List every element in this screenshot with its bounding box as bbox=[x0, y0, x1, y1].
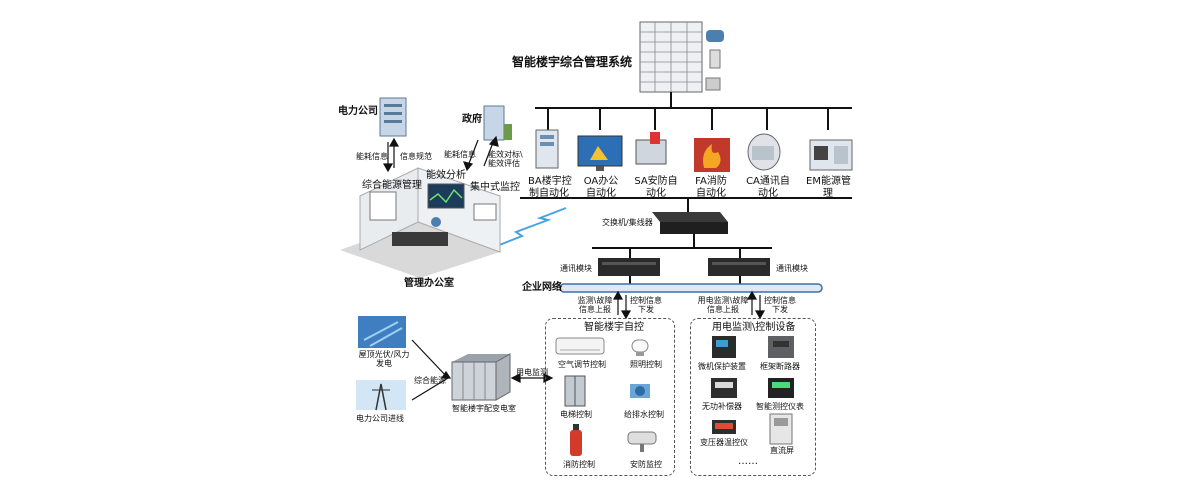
device-item-temp: 变压器温控仪 bbox=[700, 438, 748, 447]
energy-info-label: 能耗信息 bbox=[356, 152, 388, 161]
building-icon bbox=[639, 21, 724, 93]
em-device-icon bbox=[809, 139, 853, 171]
comm-module-right-label: 通讯模块 bbox=[776, 264, 808, 273]
system-title: 智能楼宇综合管理系统 bbox=[512, 55, 633, 69]
bas-item-water: 给排水控制 bbox=[624, 410, 664, 419]
power-company-building-icon bbox=[379, 97, 407, 137]
protection-device-icon bbox=[712, 336, 736, 358]
switch-label: 交换机/集线器 bbox=[602, 218, 653, 227]
device-item-meter: 智能测控仪表 bbox=[756, 402, 804, 411]
bas-title: 智能楼宇自控 bbox=[584, 322, 644, 333]
network-label: 企业网络 bbox=[522, 282, 562, 293]
comm-module-left-icon bbox=[598, 258, 660, 276]
solar-wind-icon bbox=[358, 316, 406, 348]
power-device-title: 用电监测\控制设备 bbox=[712, 322, 796, 333]
link-left-up: 监测\故障 信息上报 bbox=[577, 296, 613, 315]
office-room bbox=[340, 167, 501, 278]
substation-label: 智能楼宇配变电室 bbox=[452, 404, 516, 413]
link-left-down: 控制信息 下发 bbox=[630, 296, 662, 315]
air-conditioner-icon bbox=[555, 337, 605, 355]
subsystem-sa-label: SA安防自 动化 bbox=[634, 176, 678, 199]
benchmark-label: 能效对标\ 能效评估 bbox=[488, 150, 523, 169]
fire-extinguisher-icon bbox=[570, 424, 582, 456]
solar-wind-label: 屋顶光伏/风力 发电 bbox=[358, 350, 410, 369]
office-room-label: 管理办公室 bbox=[404, 278, 454, 289]
comm-module-left-label: 通讯模块 bbox=[560, 264, 592, 273]
government-label: 政府 bbox=[462, 114, 482, 125]
bas-item-security: 安防监控 bbox=[630, 460, 662, 469]
breaker-icon bbox=[768, 336, 794, 358]
wireless-link bbox=[491, 207, 567, 249]
temp-controller-icon bbox=[712, 420, 736, 434]
device-item-breaker: 框架断路器 bbox=[760, 362, 800, 371]
meter-icon bbox=[768, 378, 794, 398]
grid-label: 电力公司进线 bbox=[356, 414, 404, 423]
subsystem-ca-label: CA通讯自 动化 bbox=[746, 176, 790, 199]
bas-item-elevator: 电梯控制 bbox=[560, 410, 592, 419]
oa-monitor-icon bbox=[577, 135, 623, 171]
reactive-comp-icon bbox=[711, 378, 737, 398]
link-right-down: 控制信息 下发 bbox=[764, 296, 796, 315]
dc-panel-icon bbox=[769, 413, 793, 445]
subsystem-ba-label: BA楼宇控 制自动化 bbox=[528, 176, 572, 199]
lighting-icon bbox=[631, 339, 649, 356]
subsystem-em-label: EM能源管 理 bbox=[806, 176, 851, 199]
camera-icon bbox=[627, 431, 657, 452]
power-device-box bbox=[690, 318, 816, 476]
bas-item-air: 空气调节控制 bbox=[558, 360, 606, 369]
panel-monitor-label: 集中式监控 bbox=[470, 182, 520, 193]
power-company-label: 电力公司 bbox=[338, 106, 378, 117]
network-bus bbox=[559, 283, 823, 293]
bas-item-lighting: 照明控制 bbox=[630, 360, 662, 369]
panel-mgmt-label: 综合能源管理 bbox=[362, 180, 422, 191]
ca-phone-icon bbox=[747, 133, 781, 171]
subsystem-oa-label: OA办公 自动化 bbox=[583, 176, 619, 199]
ba-server-icon bbox=[535, 129, 559, 169]
device-item-dc: 直流屏 bbox=[770, 446, 794, 455]
comm-module-right-icon bbox=[708, 258, 770, 276]
device-item-reactive: 无功补偿器 bbox=[702, 402, 742, 411]
sa-pc-icon bbox=[635, 132, 667, 165]
switch-icon bbox=[652, 212, 728, 234]
fa-fire-icon bbox=[694, 138, 730, 172]
grid-tower-icon bbox=[356, 380, 406, 411]
info-rules-label: 信息规范 bbox=[400, 152, 432, 161]
water-supply-icon bbox=[630, 384, 650, 398]
power-monitor-label: 用电监测 bbox=[516, 368, 548, 377]
device-item-protection: 微机保护装置 bbox=[698, 362, 746, 371]
subsystem-fa-label: FA消防 自动化 bbox=[695, 176, 727, 199]
bas-item-fire: 消防控制 bbox=[563, 460, 595, 469]
device-more: …… bbox=[738, 456, 758, 467]
combined-energy-label: 综合能源 bbox=[414, 376, 446, 385]
elevator-icon bbox=[564, 375, 586, 407]
link-right-up: 用电监测\故障 信息上报 bbox=[697, 296, 749, 315]
government-building-icon bbox=[483, 105, 512, 141]
substation-cabinet-icon bbox=[451, 353, 511, 401]
energy-info-gov-label: 能耗信息 bbox=[444, 150, 476, 159]
panel-analysis-label: 能效分析 bbox=[426, 170, 466, 181]
bas-box bbox=[545, 318, 675, 476]
